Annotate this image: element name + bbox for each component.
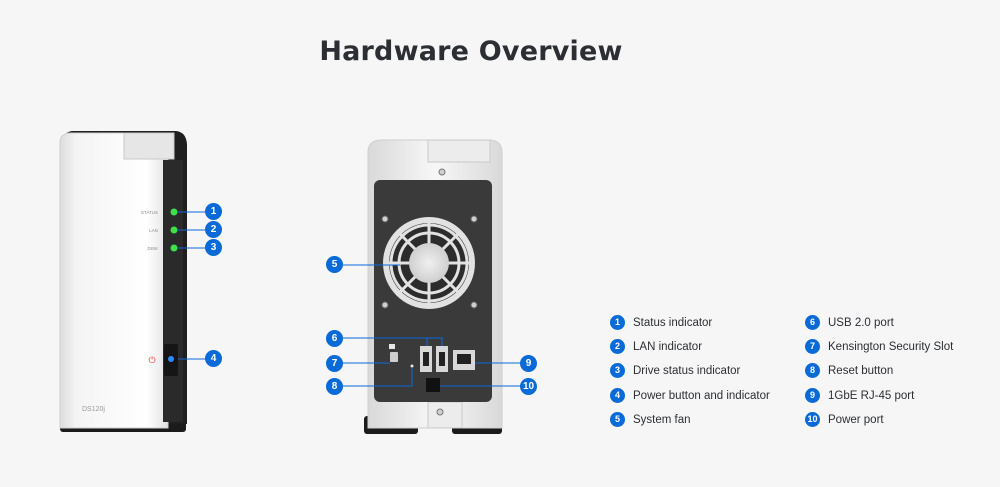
legend-badge: 5 [610, 412, 625, 427]
callout-4: 4 [205, 350, 222, 367]
front-device: STATUS LAN DISK ⏻ DS120j [59, 131, 206, 432]
legend-label: 1GbE RJ-45 port [828, 389, 915, 402]
legend-badge: 2 [610, 339, 625, 354]
callout-7: 7 [326, 355, 343, 372]
disk-led [170, 244, 178, 252]
callout-8: 8 [326, 378, 343, 395]
legend-item: 5 System fan [610, 411, 691, 428]
reset-hole [410, 364, 414, 368]
legend-label: Kensington Security Slot [828, 340, 954, 353]
legend-label: System fan [633, 413, 691, 426]
legend-label: Status indicator [633, 316, 713, 329]
callout-9: 9 [520, 355, 537, 372]
callout-2: 2 [205, 221, 222, 238]
system-fan [383, 217, 475, 309]
led-label-status: STATUS [141, 210, 158, 215]
page-title: Hardware Overview [319, 36, 623, 67]
callout-6: 6 [326, 330, 343, 347]
legend-badge: 3 [610, 363, 625, 378]
led-label-lan: LAN [149, 228, 158, 233]
power-icon: ⏻ [148, 355, 155, 366]
kensington-slot [390, 352, 398, 362]
back-device [342, 139, 521, 434]
legend-label: LAN indicator [633, 340, 703, 353]
legend-badge: 4 [610, 388, 625, 403]
legend-label: Power button and indicator [633, 389, 770, 402]
callout-10: 10 [520, 378, 537, 395]
callout-1: 1 [205, 203, 222, 220]
callout-3: 3 [205, 239, 222, 256]
legend-badge: 10 [805, 412, 820, 427]
legend-badge: 1 [610, 315, 625, 330]
lan-led [170, 226, 178, 234]
legend-item: 7 Kensington Security Slot [805, 338, 953, 355]
legend-label: USB 2.0 port [828, 316, 894, 329]
led-label-disk: DISK [147, 246, 158, 251]
legend-label: Power port [828, 413, 884, 426]
legend-item: 6 USB 2.0 port [805, 314, 894, 331]
status-led [170, 208, 178, 216]
legend-label: Reset button [828, 364, 894, 377]
legend-badge: 8 [805, 363, 820, 378]
legend-item: 3 Drive status indicator [610, 362, 740, 379]
legend-badge: 6 [805, 315, 820, 330]
legend-item: 4 Power button and indicator [610, 387, 770, 404]
legend-label: Drive status indicator [633, 364, 741, 377]
legend-item: 9 1GbE RJ-45 port [805, 387, 914, 404]
legend-item: 8 Reset button [805, 362, 893, 379]
legend-item: 1 Status indicator [610, 314, 712, 331]
legend-item: 10 Power port [805, 411, 884, 428]
power-button-light [168, 356, 174, 362]
legend-badge: 7 [805, 339, 820, 354]
power-port [426, 378, 440, 392]
legend-item: 2 LAN indicator [610, 338, 702, 355]
callout-5: 5 [326, 256, 343, 273]
legend-badge: 9 [805, 388, 820, 403]
model-label: DS120j [82, 406, 105, 413]
